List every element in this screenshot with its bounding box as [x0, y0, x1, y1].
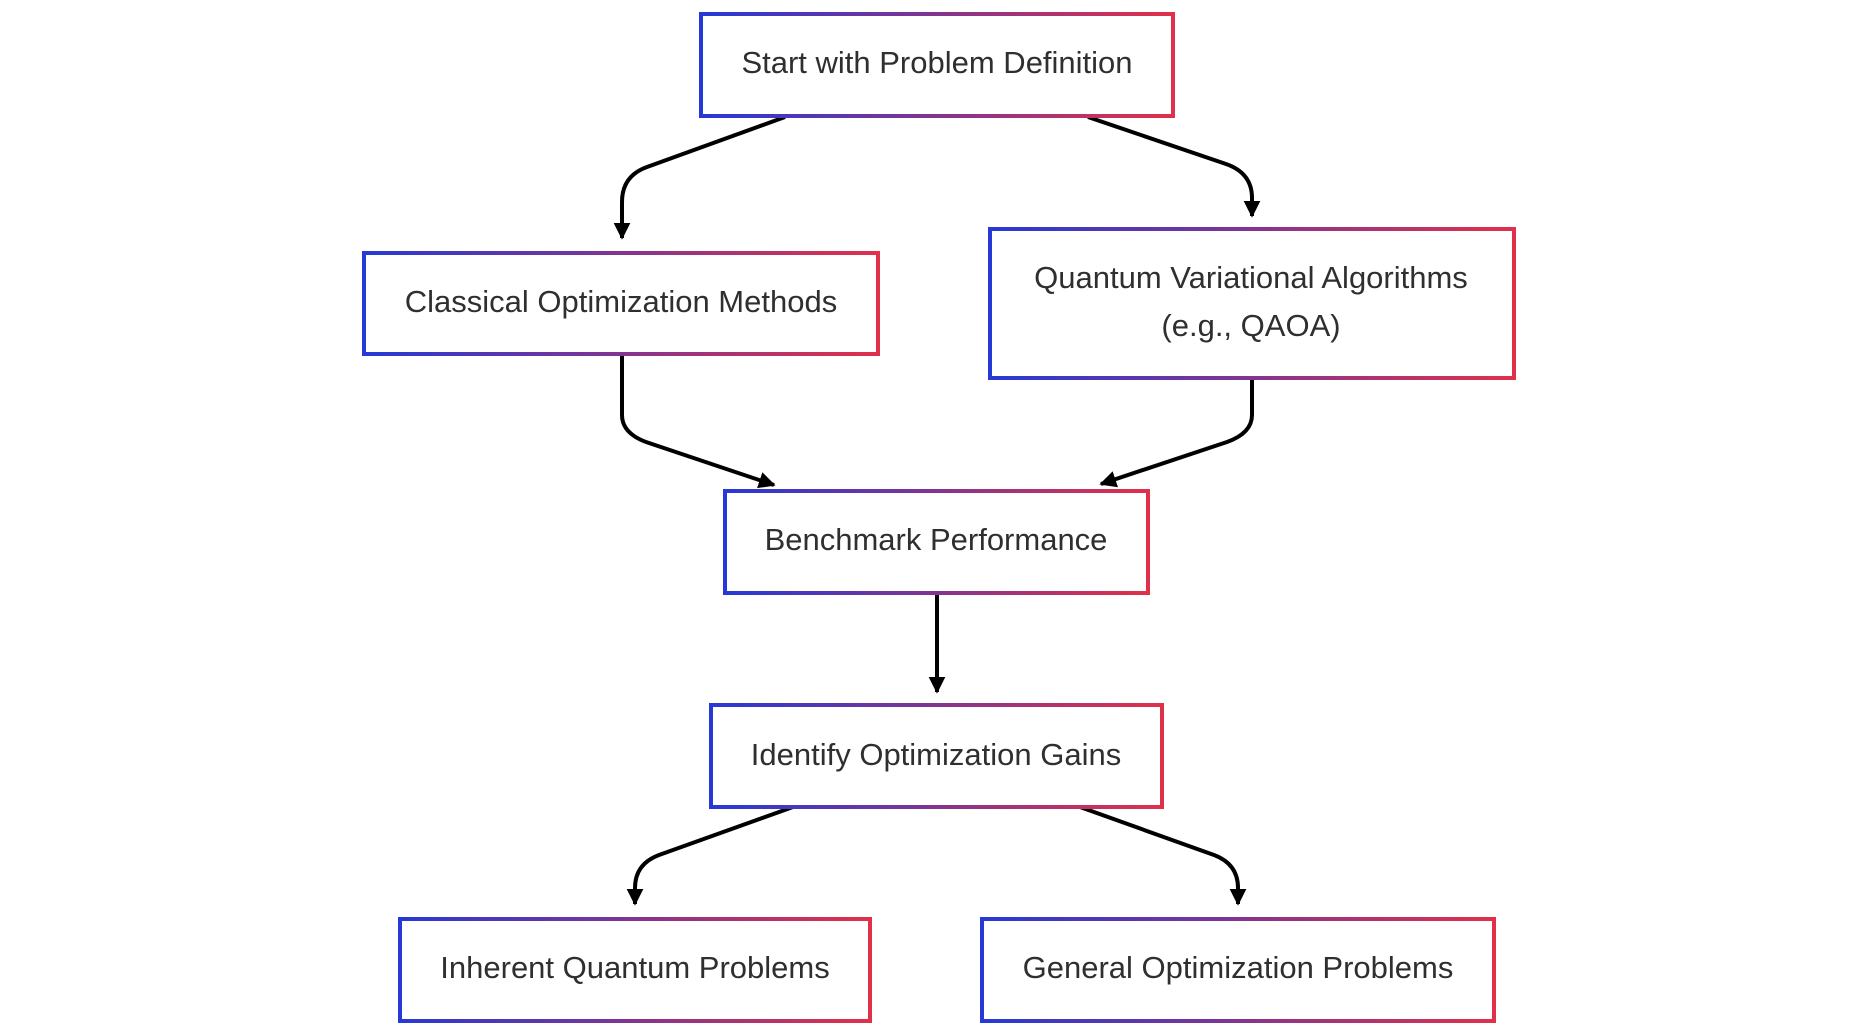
node-inherent-box: [398, 917, 872, 1023]
node-benchmark-label: Benchmark Performance: [765, 522, 1108, 557]
node-quantum: Quantum Variational Algorithms (e.g., QA…: [988, 227, 1516, 380]
nodes: Start with Problem Definition Classical …: [362, 12, 1516, 1023]
node-quantum-label-line1: Quantum Variational Algorithms: [1034, 260, 1468, 295]
edge-identify-to-general: [1079, 805, 1247, 906]
node-benchmark: Benchmark Performance: [723, 489, 1150, 595]
node-start-label: Start with Problem Definition: [741, 45, 1132, 80]
node-general: General Optimization Problems: [980, 917, 1496, 1023]
edge-classical-to-benchmark: [620, 354, 776, 489]
node-identify: Identify Optimization Gains: [709, 703, 1164, 809]
edges: [613, 115, 1261, 906]
edge-identify-to-inherent: [626, 805, 794, 906]
node-identify-label: Identify Optimization Gains: [751, 737, 1121, 772]
node-start-box: [699, 12, 1175, 118]
node-classical: Classical Optimization Methods: [362, 251, 880, 356]
node-identify-box: [709, 703, 1164, 809]
node-classical-label: Classical Optimization Methods: [405, 284, 837, 319]
node-inherent: Inherent Quantum Problems: [398, 917, 872, 1023]
node-start: Start with Problem Definition: [699, 12, 1175, 118]
node-classical-box: [362, 251, 880, 356]
node-quantum-label-line2: (e.g., QAOA): [1161, 308, 1340, 343]
edge-start-to-classical: [613, 115, 786, 240]
node-general-label: General Optimization Problems: [1023, 950, 1454, 985]
edge-quantum-to-benchmark: [1099, 378, 1254, 488]
node-quantum-box: [988, 227, 1516, 380]
node-general-box: [980, 917, 1496, 1023]
node-benchmark-box: [723, 489, 1150, 595]
node-inherent-label: Inherent Quantum Problems: [440, 950, 829, 985]
edge-start-to-quantum: [1087, 115, 1261, 218]
